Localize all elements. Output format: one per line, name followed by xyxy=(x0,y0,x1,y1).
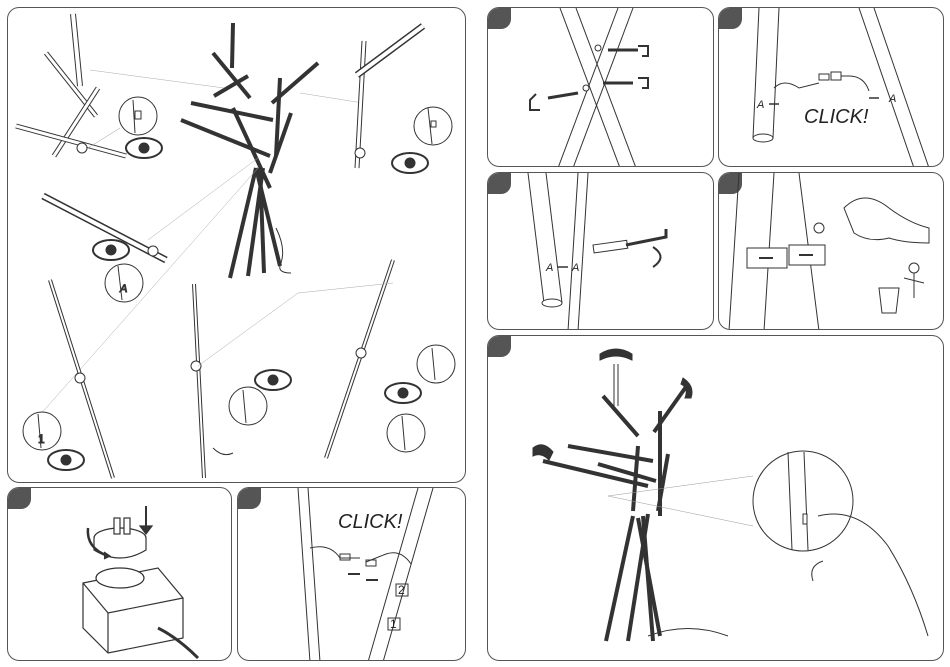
adjust-heads-drawing xyxy=(488,336,944,661)
panel-remove-tape xyxy=(718,172,944,330)
allen-key-drawing: A A xyxy=(488,173,714,330)
marker-a-left: A xyxy=(756,99,764,111)
panel-adjust-heads xyxy=(487,335,944,661)
screw-assembly-drawing xyxy=(488,8,714,167)
panel-assembly-overview: A 1 xyxy=(7,7,466,483)
panel-allen-key: A A xyxy=(487,172,714,330)
click-label: CLICK! xyxy=(338,511,403,533)
power-adapter-drawing xyxy=(8,488,232,661)
connector-num-1: 1 xyxy=(390,617,397,631)
panel-connector-click: CLICK! 2 1 xyxy=(237,487,466,661)
assembly-overview-drawing: A 1 xyxy=(8,8,466,483)
svg-text:1: 1 xyxy=(38,432,45,446)
panel-power-adapter xyxy=(7,487,232,661)
marker-a-right: A xyxy=(571,262,579,274)
panel-screw-assembly xyxy=(487,7,714,167)
panel-alignment-click: CLICK! A A xyxy=(718,7,944,167)
marker-a-left: A xyxy=(545,262,553,274)
alignment-click-drawing: CLICK! A A xyxy=(719,8,944,167)
connector-click-drawing: CLICK! 2 1 xyxy=(238,488,466,661)
marker-a-right: A xyxy=(888,93,896,105)
svg-text:A: A xyxy=(119,283,127,295)
remove-tape-drawing xyxy=(719,173,944,330)
click-label-2: CLICK! xyxy=(804,106,869,128)
connector-num-2: 2 xyxy=(398,583,405,597)
